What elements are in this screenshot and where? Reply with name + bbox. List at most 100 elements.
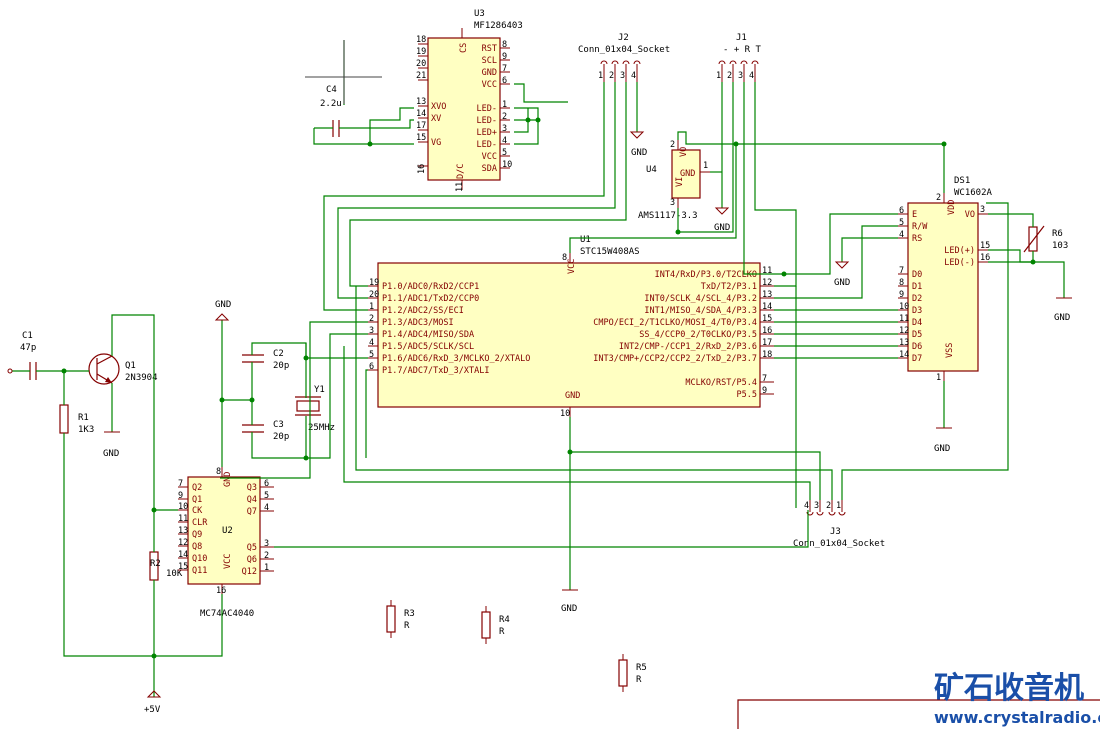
- u1-body: [377, 262, 761, 408]
- r5-value: R: [636, 675, 642, 685]
- u3-pin-label: XVO: [431, 102, 446, 112]
- r4-component: R4 R: [481, 606, 510, 644]
- u2-pin-number: 6: [264, 479, 269, 489]
- u1-pin-label: INT4/RxD/P3.0/T2CLKO: [655, 270, 757, 280]
- u1-pin-number: 3: [369, 326, 374, 336]
- svg-text:VDD: VDD: [947, 200, 957, 215]
- ds1-pin-label: D4: [912, 318, 922, 328]
- u1-pin-number: 20: [369, 290, 379, 300]
- u2-ref: U2: [222, 526, 233, 536]
- svg-text:GND: GND: [103, 449, 119, 459]
- u1-pin-label: SS_4/CCP0_2/T0CLKO/P3.5: [639, 330, 757, 340]
- u2-pin-label: Q9: [192, 530, 202, 540]
- u4-value: AMS1117-3.3: [638, 211, 698, 221]
- u3-pin-number: 13: [416, 97, 426, 107]
- svg-text:GND: GND: [834, 278, 850, 288]
- u3-pin-number: 9: [502, 52, 507, 62]
- u1-pin-label: INT0/SCLK_4/SCL_4/P3.2: [644, 294, 757, 304]
- c4-ref: C4: [326, 85, 337, 95]
- u1-gnd-label: GND: [565, 391, 580, 401]
- u3-value: MF1286403: [474, 21, 523, 31]
- ds1-pin-label: D6: [912, 342, 922, 352]
- u2-value: MC74AC4040: [200, 609, 254, 619]
- ds1-value: WC1602A: [954, 188, 993, 198]
- c3-component: C3 20p: [242, 420, 289, 442]
- j1-ref: J1: [736, 33, 747, 43]
- brand-url: www.crystalradio.cn: [934, 708, 1100, 727]
- title-block: 矿石收音机 www.crystalradio.cn: [934, 671, 1100, 727]
- svg-text:2: 2: [826, 501, 831, 511]
- q1-component: Q1 2N3904: [88, 353, 158, 385]
- u2-pin-number: 11: [178, 514, 188, 524]
- svg-text:1: 1: [716, 71, 721, 81]
- u2-pin-number: 15: [178, 562, 188, 572]
- u1-pin-number: 16: [762, 326, 772, 336]
- u3-pin-label: VCC: [482, 152, 497, 162]
- c3-ref: C3: [273, 420, 284, 430]
- u1-pin-label: CMPO/ECI_2/T1CLKO/MOSI_4/T0/P3.4: [593, 318, 757, 328]
- u3-pin-number: 14: [416, 109, 426, 119]
- u1-pin-label: P1.0/ADC0/RxD2/CCP1: [382, 282, 479, 292]
- ds1-body: [907, 202, 979, 372]
- u1-pin-label: INT1/MISO_4/SDA_4/P3.3: [644, 306, 757, 316]
- svg-text:10: 10: [560, 409, 570, 419]
- u2-pin-label: Q5: [247, 543, 257, 553]
- u3-body: [427, 37, 501, 181]
- u4-vo-label: VO: [679, 147, 689, 157]
- u2-pin-number: 7: [178, 479, 183, 489]
- u2-pin-number: 14: [178, 550, 188, 560]
- u3-pin-number: 4: [502, 136, 507, 146]
- gnd-symbol: GND: [561, 589, 578, 614]
- u3-pin-number: 10: [502, 160, 512, 170]
- svg-text:GND: GND: [934, 444, 950, 454]
- u2-pin-number: 9: [178, 491, 183, 501]
- svg-text:+5V: +5V: [144, 705, 161, 715]
- svg-text:11: 11: [455, 182, 465, 192]
- ds1-pin-number: 6: [899, 206, 904, 216]
- u3-pin-label: SDA: [482, 164, 497, 174]
- r4-value: R: [499, 627, 505, 637]
- j2-ref: J2: [618, 33, 629, 43]
- svg-text:2: 2: [727, 71, 732, 81]
- ds1-pin-number: 12: [899, 326, 909, 336]
- u4-gnd-label: GND: [680, 169, 695, 179]
- q1-ref: Q1: [125, 361, 136, 371]
- ds1-pin-number: 13: [899, 338, 909, 348]
- u2-pin-number: 2: [264, 551, 269, 561]
- c2-ref: C2: [273, 349, 284, 359]
- ds1-pin-label: D7: [912, 354, 922, 364]
- r1-value: 1K3: [78, 425, 94, 435]
- ds1-pin-label: D3: [912, 306, 922, 316]
- r5-component: R5 R: [618, 654, 647, 692]
- u2-pin-label: Q7: [247, 507, 257, 517]
- ds1-pin-number: 8: [899, 278, 904, 288]
- u1-pin-number: 9: [762, 386, 767, 396]
- u3-pin-label: XV: [431, 114, 441, 124]
- brand-logo-text: 矿石收音机: [934, 671, 1084, 706]
- r4-ref: R4: [499, 615, 510, 625]
- u2-pin-label: Q1: [192, 495, 202, 505]
- u3-pin-label: LED-: [477, 104, 497, 114]
- u1-pin-number: 15: [762, 314, 772, 324]
- gnd-symbol: GND: [629, 131, 647, 158]
- svg-text:3: 3: [814, 501, 819, 511]
- ds1-pin-label: E: [912, 210, 917, 220]
- u3-pin-number: 18: [416, 35, 426, 45]
- svg-text:GND: GND: [215, 300, 231, 310]
- r5-ref: R5: [636, 663, 647, 673]
- u3-pin-label: VCC: [482, 80, 497, 90]
- y1-ref: Y1: [314, 385, 325, 395]
- svg-text:4: 4: [749, 71, 754, 81]
- gnd-symbol: GND: [1054, 297, 1072, 323]
- wires: [36, 82, 1100, 729]
- u3-pin-number: 19: [416, 47, 426, 57]
- svg-text:16: 16: [216, 586, 226, 596]
- svg-text:GND: GND: [561, 604, 577, 614]
- u1-pin-label: P1.3/ADC3/MOSI: [382, 318, 454, 328]
- u2-pin-label: Q11: [192, 566, 207, 576]
- u2-pin-label: Q10: [192, 554, 207, 564]
